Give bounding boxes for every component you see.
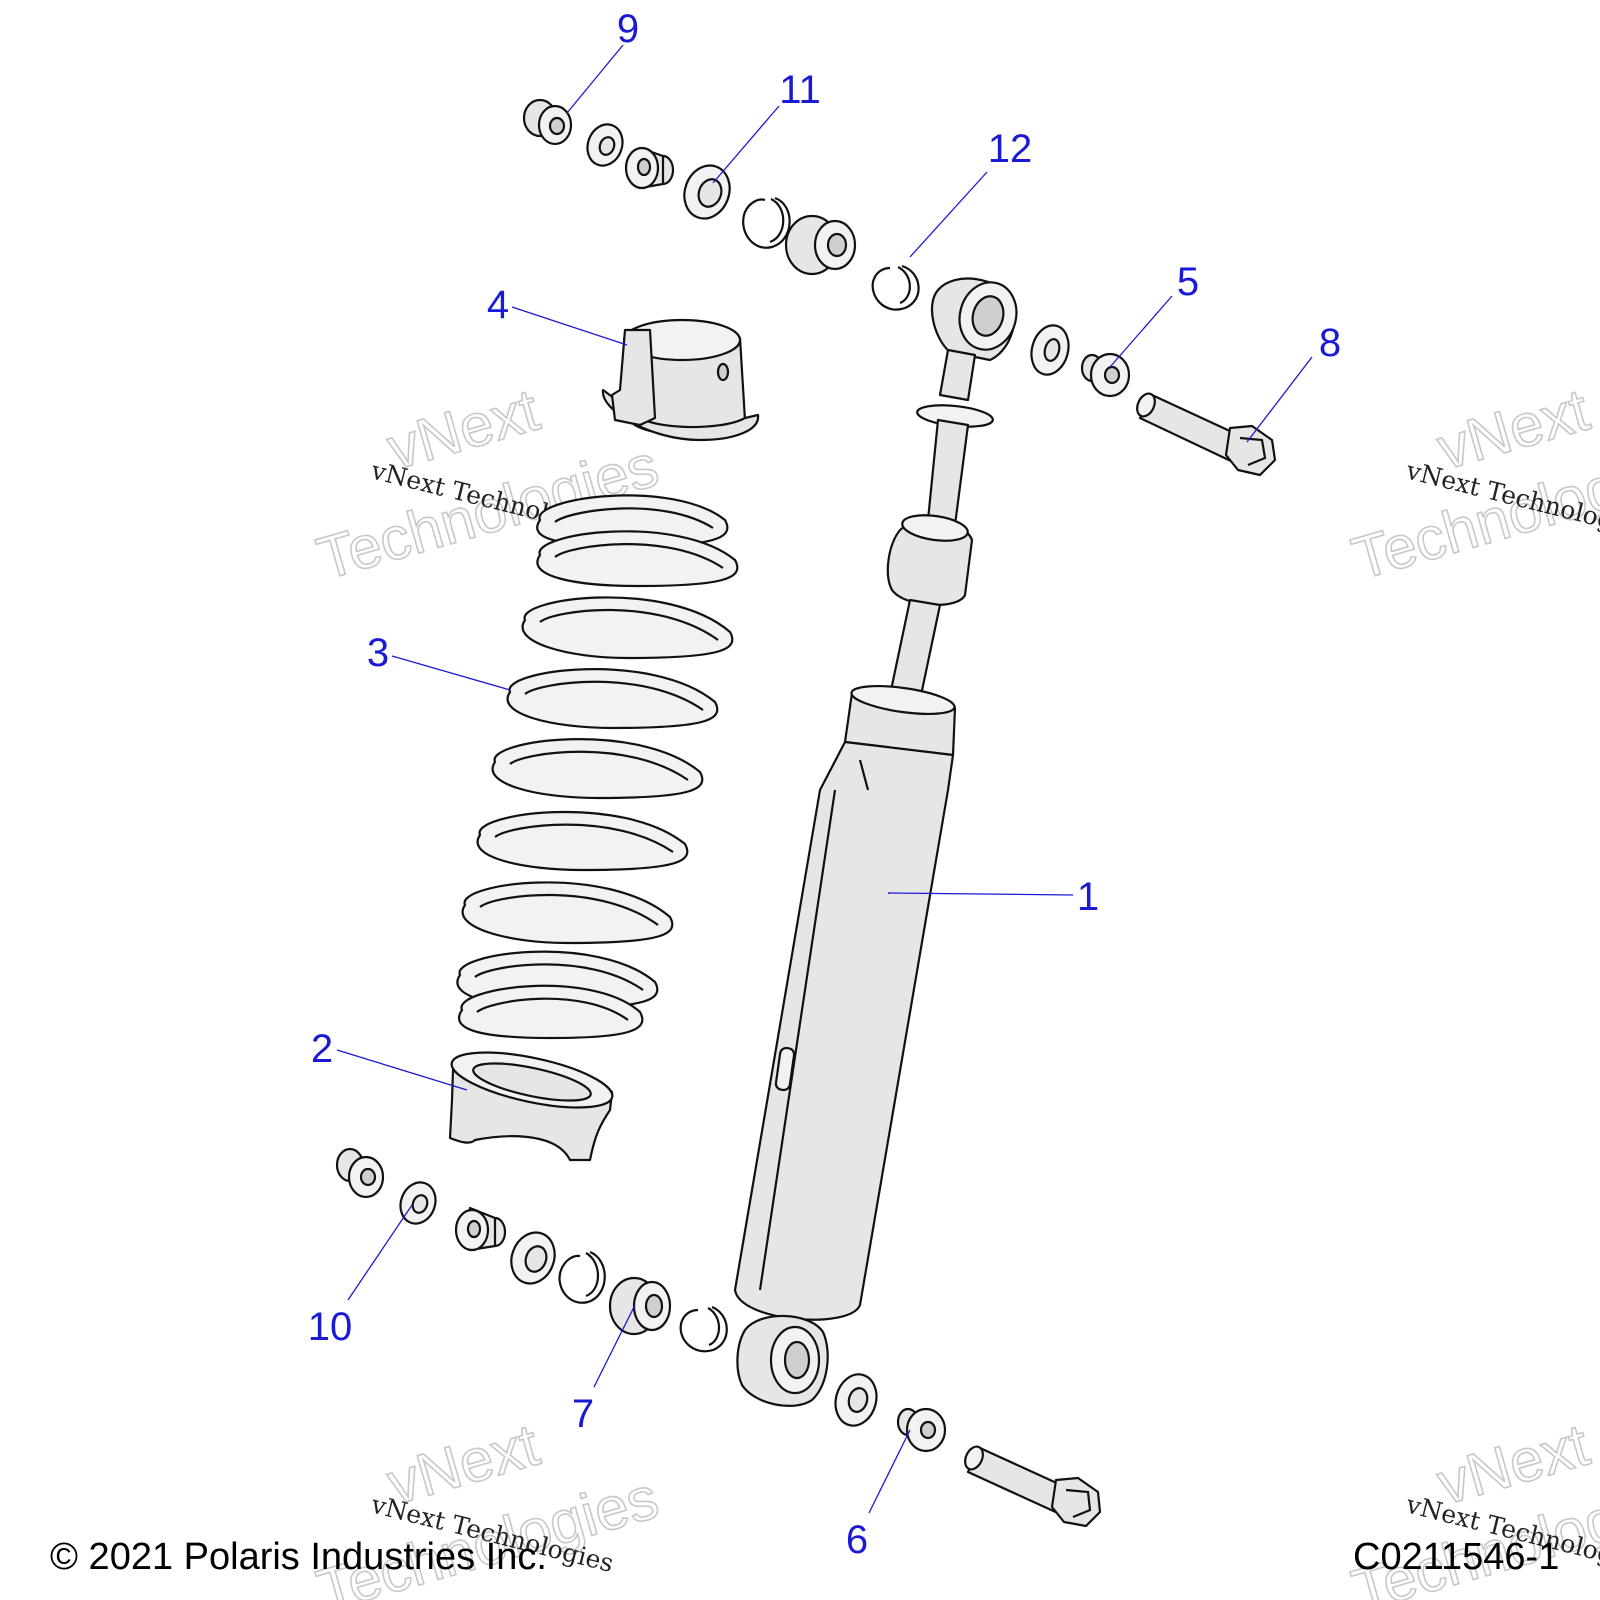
part-12-snap-ring <box>871 264 920 311</box>
callout-1: 1 <box>1077 875 1099 919</box>
spring-coil-edge <box>509 750 689 781</box>
bushing-bottom-a <box>335 1147 385 1199</box>
leader-3 <box>391 655 511 691</box>
callouts: 9 11 12 4 5 8 3 1 2 10 7 6 <box>308 7 1341 1562</box>
callout-4: 4 <box>487 283 509 327</box>
spring-coil <box>461 881 674 945</box>
spring-coil-edge <box>539 608 719 641</box>
washer-bottom-right <box>834 1373 878 1427</box>
part-4-upper-retainer <box>601 318 760 442</box>
spring-coil-edge <box>479 893 659 926</box>
snap-ring-bottom-b <box>679 1305 728 1353</box>
leader-4 <box>511 306 628 346</box>
part-2-lower-retainer <box>448 1051 614 1162</box>
callout-12: 12 <box>988 127 1033 171</box>
spring-coil <box>491 738 704 800</box>
callout-5: 5 <box>1177 260 1199 304</box>
leader-10 <box>347 1204 413 1301</box>
spring-coil <box>536 530 739 588</box>
diagram-code: C0211546-1 <box>1353 1536 1560 1578</box>
part-7-bearing <box>608 1276 672 1336</box>
leader-5 <box>1109 295 1173 368</box>
leader-6 <box>868 1429 911 1514</box>
washer-bottom-b <box>510 1231 556 1285</box>
washer-top-right <box>1030 324 1070 376</box>
callout-6: 6 <box>846 1518 868 1562</box>
bearing-top <box>784 214 857 276</box>
part-10-washer <box>399 1181 437 1225</box>
callout-2: 2 <box>311 1027 333 1071</box>
callout-10: 10 <box>308 1305 353 1349</box>
washer-top-a <box>586 123 624 167</box>
leader-2 <box>336 1049 468 1091</box>
callout-8: 8 <box>1319 321 1341 365</box>
part-1-shock-absorber <box>733 277 1018 1407</box>
part-8-bolt-top <box>1136 392 1277 477</box>
callout-9: 9 <box>617 7 639 51</box>
part-3-coil-spring <box>456 494 739 1040</box>
leader-1 <box>887 892 1074 896</box>
part-6-bushing <box>896 1407 947 1453</box>
callout-7: 7 <box>572 1392 594 1436</box>
spring-coil-edge <box>474 963 644 991</box>
spring-coil-edge <box>554 507 714 529</box>
bolt-bottom <box>964 1445 1102 1528</box>
snap-ring-bottom-a <box>558 1250 606 1304</box>
watermark-top-right: vNext Technologies vNext Technologies <box>1344 375 1600 593</box>
callout-3: 3 <box>367 631 389 675</box>
copyright-text: © 2021 Polaris Industries Inc. <box>50 1536 547 1578</box>
bushing-bottom-b <box>454 1206 507 1252</box>
part-5-bushing <box>1080 352 1131 398</box>
leader-12 <box>909 171 988 258</box>
snap-ring-top-a <box>742 196 791 249</box>
spring-coil <box>458 984 644 1040</box>
part-9-bushing-top <box>522 98 573 146</box>
leader-8 <box>1246 356 1313 443</box>
leader-lines <box>336 44 1313 1514</box>
spring-coil-edge <box>554 543 724 569</box>
bushing-top-b <box>624 146 675 190</box>
spring-coil-edge <box>476 997 629 1021</box>
spring-coil <box>506 668 719 730</box>
spring-coil <box>521 596 734 660</box>
leader-11 <box>712 105 780 184</box>
spring-coil-edge <box>524 680 704 711</box>
leader-9 <box>566 44 624 114</box>
callout-11: 11 <box>779 68 821 112</box>
part-11-washer <box>683 164 731 220</box>
leader-7 <box>593 1304 636 1388</box>
spring-coil-edge <box>494 823 674 853</box>
